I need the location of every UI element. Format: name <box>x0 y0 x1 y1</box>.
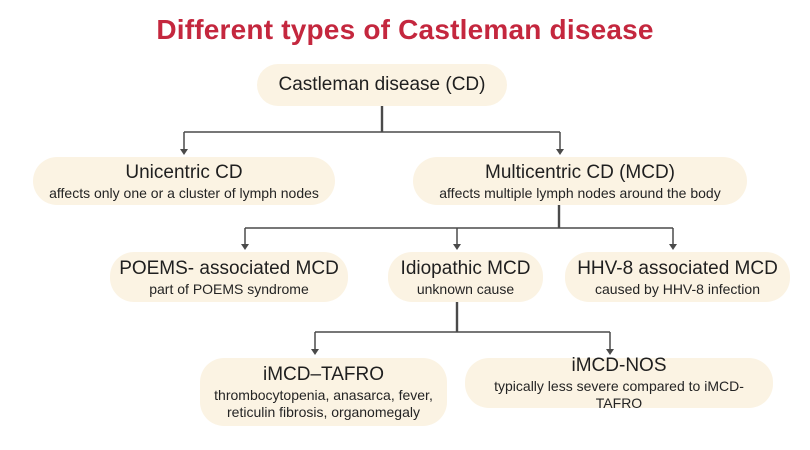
node-subtitle: unknown cause <box>416 280 515 297</box>
node-poems-associated-mcd: POEMS- associated MCD part of POEMS synd… <box>110 252 348 302</box>
node-subtitle: caused by HHV-8 infection <box>595 280 760 297</box>
node-title: Castleman disease (CD) <box>278 74 486 95</box>
node-title: POEMS- associated MCD <box>119 257 339 279</box>
node-subtitle: thrombocytopenia, anasarca, fever, retic… <box>214 387 433 420</box>
node-hhv8-associated-mcd: HHV-8 associated MCD caused by HHV-8 inf… <box>565 252 790 302</box>
node-subtitle: affects multiple lymph nodes around the … <box>439 184 721 201</box>
node-title: Idiopathic MCD <box>400 257 531 279</box>
node-unicentric-cd: Unicentric CD affects only one or a clus… <box>33 157 335 205</box>
node-title: HHV-8 associated MCD <box>577 257 778 279</box>
connector-imcd-to-level4 <box>311 302 614 355</box>
node-title: Unicentric CD <box>125 161 243 183</box>
node-title: Multicentric CD (MCD) <box>485 161 675 183</box>
node-subtitle: part of POEMS syndrome <box>149 280 309 297</box>
node-title: iMCD-NOS <box>571 355 667 376</box>
node-title: iMCD–TAFRO <box>262 364 385 385</box>
connector-mcd-to-level3 <box>241 205 677 250</box>
node-castleman-disease: Castleman disease (CD) <box>257 64 507 106</box>
page-title: Different types of Castleman disease <box>156 14 654 45</box>
node-subtitle: affects only one or a cluster of lymph n… <box>49 184 319 201</box>
node-idiopathic-mcd: Idiopathic MCD unknown cause <box>388 252 543 302</box>
connector-root-to-level2 <box>180 106 564 155</box>
node-imcd-nos: iMCD-NOS typically less severe compared … <box>465 355 773 411</box>
node-subtitle: typically less severe compared to iMCD-T… <box>494 378 744 411</box>
node-imcd-tafro: iMCD–TAFRO thrombocytopenia, anasarca, f… <box>200 358 447 426</box>
node-multicentric-cd: Multicentric CD (MCD) affects multiple l… <box>413 157 747 205</box>
